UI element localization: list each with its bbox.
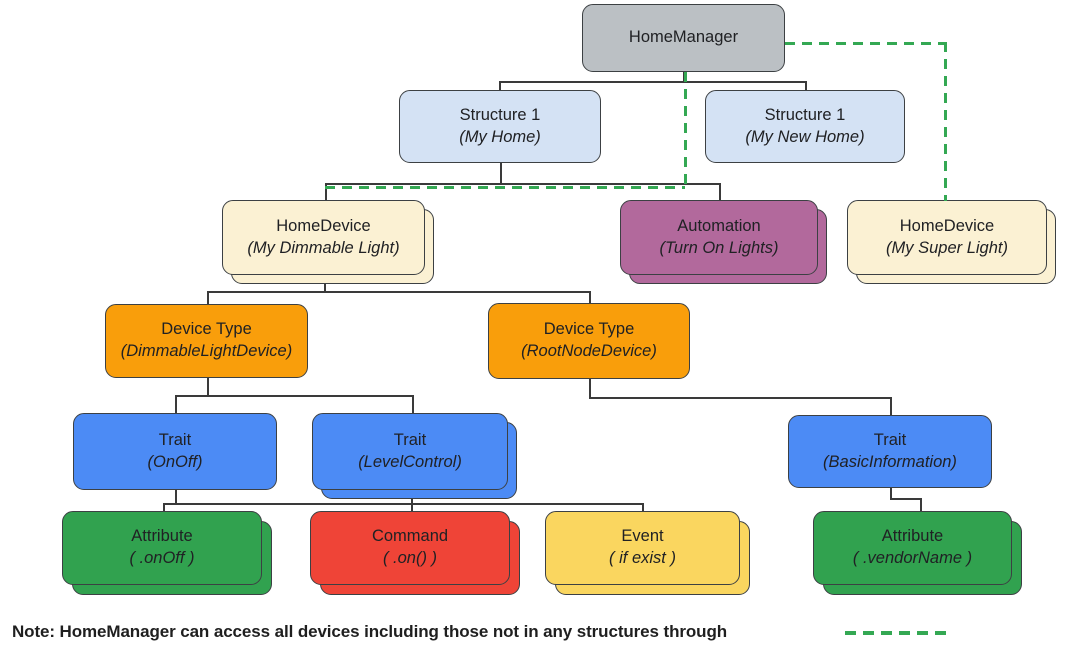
- connector-line: [890, 498, 921, 500]
- node-homedevice-my-super-light: HomeDevice (My Super Light): [847, 200, 1047, 275]
- homemanager-direct-access-dashed-line: [684, 72, 687, 188]
- node-trait-onoff: Trait (OnOff): [73, 413, 277, 490]
- connector-line: [499, 81, 501, 91]
- node-sublabel: (My Super Light): [886, 238, 1008, 257]
- connector-line: [642, 503, 644, 512]
- connector-line: [163, 503, 165, 512]
- node-label: Device Type: [543, 320, 635, 339]
- connector-line: [683, 72, 685, 82]
- connector-line: [163, 503, 643, 505]
- node-sublabel: (My Dimmable Light): [247, 238, 400, 257]
- node-event-if-exist: Event ( if exist ): [545, 511, 740, 585]
- node-sublabel: ( .onOff ): [129, 549, 195, 567]
- node-label: Structure 1: [459, 105, 541, 124]
- node-label: Automation: [677, 216, 761, 235]
- node-label: Trait: [873, 430, 907, 449]
- connector-line: [890, 397, 892, 416]
- connector-line: [207, 378, 209, 396]
- node-sublabel: (RootNodeDevice): [521, 342, 657, 360]
- node-sublabel: (LevelControl): [358, 452, 462, 471]
- node-label: Attribute: [881, 527, 944, 546]
- connector-line: [500, 163, 502, 184]
- node-label: Trait: [158, 430, 192, 449]
- connector-line: [175, 395, 177, 414]
- node-label: HomeDevice: [276, 216, 371, 235]
- node-sublabel: (My Home): [459, 127, 541, 146]
- connector-line: [412, 395, 414, 414]
- connector-line: [207, 291, 590, 293]
- node-sublabel: (DimmableLightDevice): [120, 342, 293, 360]
- node-label: Event: [621, 527, 664, 546]
- node-attribute-vendorname: Attribute ( .vendorName ): [813, 511, 1012, 585]
- connector-line: [920, 498, 922, 512]
- node-trait-basicinformation: Trait (BasicInformation): [788, 415, 992, 488]
- node-structure-my-new-home: Structure 1 (My New Home): [705, 90, 905, 163]
- node-label: Trait: [393, 430, 427, 449]
- node-home-manager: HomeManager: [582, 4, 785, 72]
- connector-line: [499, 81, 806, 83]
- node-label: Device Type: [161, 320, 252, 339]
- node-sublabel: ( if exist ): [609, 549, 676, 567]
- node-sublabel: (Turn On Lights): [659, 238, 779, 257]
- connector-line: [589, 379, 591, 398]
- node-structure-my-home: Structure 1 (My Home): [399, 90, 601, 163]
- node-trait-levelcontrol: Trait (LevelControl): [312, 413, 508, 490]
- node-homedevice-my-dimmable-light: HomeDevice (My Dimmable Light): [222, 200, 425, 275]
- node-attribute-onoff: Attribute ( .onOff ): [62, 511, 262, 585]
- node-sublabel: (BasicInformation): [823, 452, 957, 471]
- node-device-type-rootnodedevice: Device Type (RootNodeDevice): [488, 303, 690, 379]
- note-text: Note: HomeManager can access all devices…: [12, 622, 728, 641]
- connector-line: [207, 291, 209, 305]
- connector-line: [175, 395, 413, 397]
- connector-line: [805, 81, 807, 91]
- homemanager-direct-access-dashed-line: [785, 42, 946, 45]
- node-label: HomeManager: [628, 28, 739, 47]
- node-automation-turn-on-lights: Automation (Turn On Lights): [620, 200, 818, 275]
- node-sublabel: ( .vendorName ): [852, 549, 973, 567]
- connector-line: [175, 490, 177, 504]
- node-device-type-dimmablelightdevice: Device Type (DimmableLightDevice): [105, 304, 308, 378]
- homemanager-direct-access-dashed-line: [944, 42, 947, 201]
- connector-line: [589, 397, 891, 399]
- node-label: Command: [371, 527, 449, 546]
- node-label: HomeDevice: [899, 216, 995, 235]
- connector-line: [890, 488, 892, 499]
- connector-line: [719, 183, 721, 201]
- node-sublabel: ( .on() ): [382, 549, 438, 567]
- node-sublabel: (My New Home): [745, 127, 865, 146]
- node-label: Structure 1: [764, 105, 846, 124]
- dashed-line-legend-sample: [845, 631, 949, 635]
- connector-line: [411, 486, 413, 512]
- connector-line: [325, 183, 720, 185]
- connector-line: [589, 291, 591, 304]
- homemanager-direct-access-dashed-line: [325, 186, 685, 189]
- node-label: Attribute: [131, 527, 193, 546]
- node-sublabel: (OnOff): [147, 452, 203, 471]
- node-command-on: Command ( .on() ): [310, 511, 510, 585]
- connector-line: [325, 183, 327, 201]
